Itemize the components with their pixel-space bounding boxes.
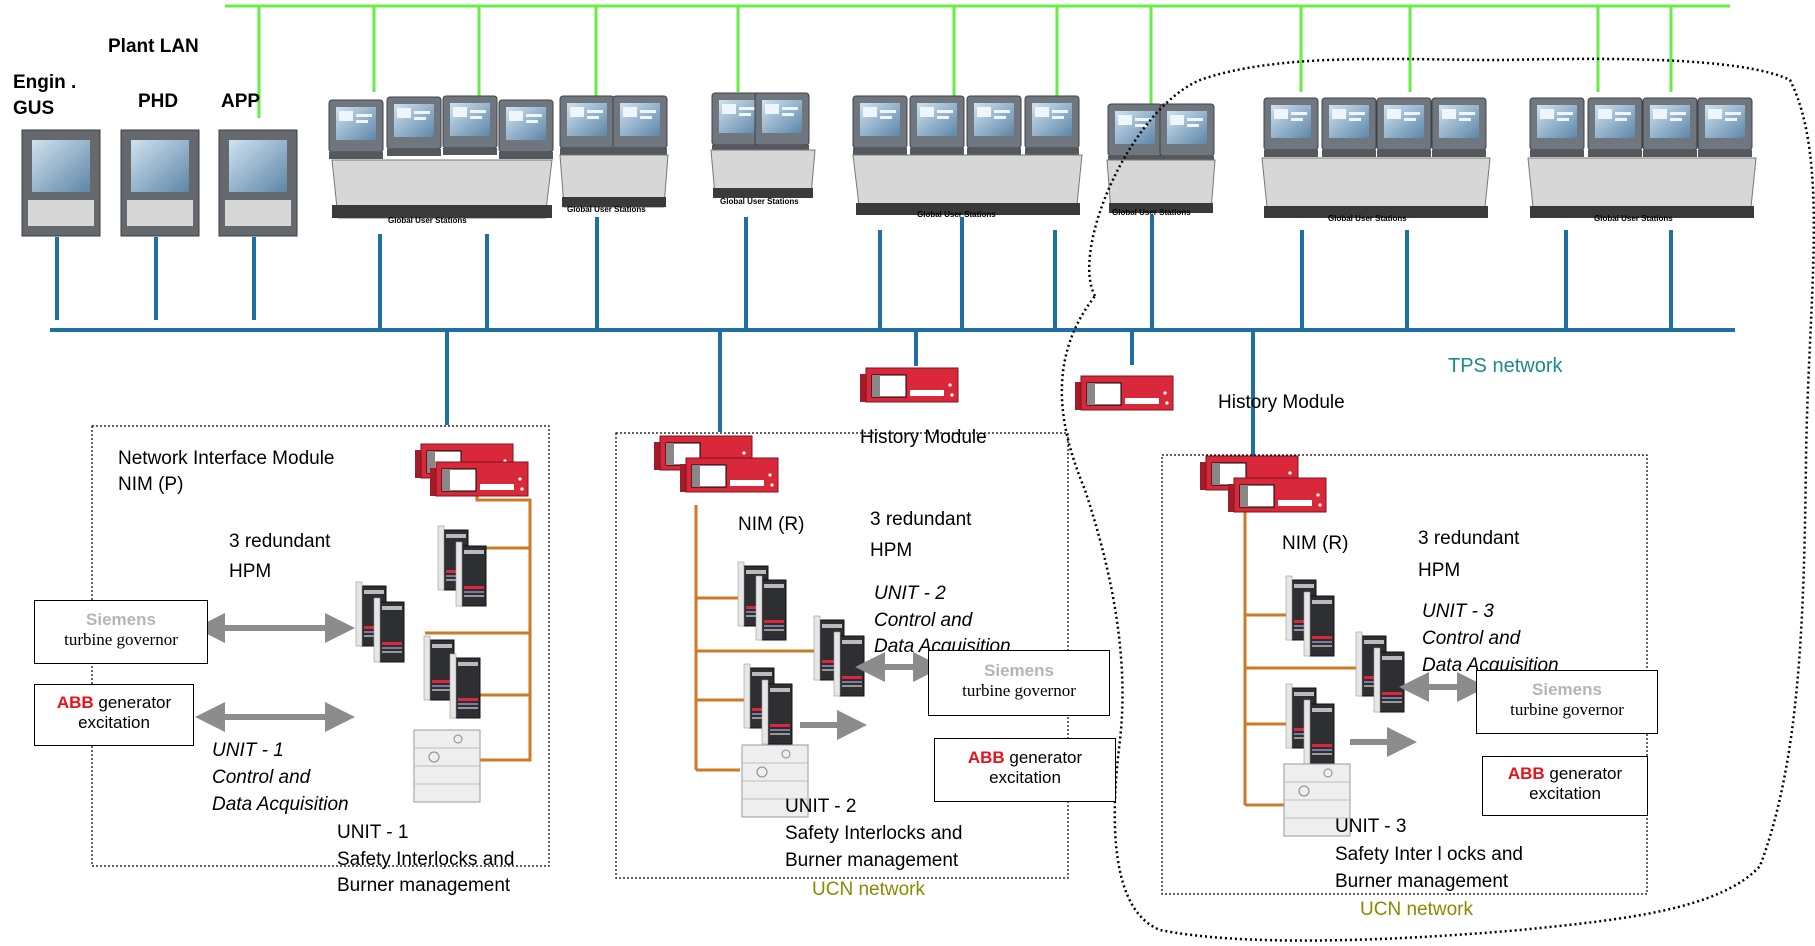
engin-gus-label: Engin . <box>13 72 77 93</box>
global-user-stations <box>328 92 1757 219</box>
unit3-ctrl-label-2: Control and <box>1422 628 1521 649</box>
siemens-text: turbine governor <box>1510 700 1624 719</box>
unit2-safety-label-2: Safety Interlocks and <box>785 823 963 844</box>
nim-r-label-2: NIM (R) <box>738 514 805 535</box>
unit1-ctrl-label: UNIT - 1 <box>212 740 284 761</box>
abb-brand: ABB <box>1507 764 1545 783</box>
abb-text-2: excitation <box>1529 784 1601 803</box>
plant-lan-label: Plant LAN <box>108 36 199 57</box>
unit2-safety-label-3: Burner management <box>785 850 959 871</box>
standalone-consoles <box>21 129 298 237</box>
ucn-network-label-3: UCN network <box>1360 899 1473 920</box>
siemens-text: turbine governor <box>64 630 178 649</box>
tps-network-label: TPS network <box>1448 355 1563 377</box>
hpm1-label-2: HPM <box>229 561 272 582</box>
unit3-safety-label: UNIT - 3 <box>1335 816 1407 837</box>
tps-bus <box>50 215 1735 460</box>
siemens-brand: Siemens <box>984 661 1054 680</box>
abb-text: generator <box>98 693 172 712</box>
siemens-brand: Siemens <box>1532 680 1602 699</box>
hpm3-label-2: HPM <box>1418 560 1461 581</box>
unit2-ctrl-label-2: Control and <box>874 610 973 631</box>
phd-label: PHD <box>138 91 179 112</box>
plant-lan <box>225 4 1730 118</box>
siemens-box-1: Siemens turbine governor <box>34 600 208 664</box>
ucn-network-label-2: UCN network <box>812 879 925 900</box>
abb-brand: ABB <box>56 693 94 712</box>
history-module-label-1: History Module <box>860 427 987 448</box>
unit1-ctrl-label-3: Data Acquisition <box>212 794 349 815</box>
tps-cloud-boundary <box>1060 57 1815 942</box>
abb-text-2: excitation <box>78 713 150 732</box>
app-label: APP <box>221 91 261 112</box>
engin-gus-label-2: GUS <box>13 98 55 119</box>
hpm2-label: 3 redundant <box>870 509 972 530</box>
nim-r-label-3: NIM (R) <box>1282 533 1349 554</box>
gus-caption-2: Global User Stations <box>567 205 646 214</box>
gus-caption-7: Global User Stations <box>1594 214 1673 223</box>
abb-text-2: excitation <box>989 768 1061 787</box>
abb-box-3: ABB generator excitation <box>1482 756 1648 816</box>
abb-text: generator <box>1549 764 1623 783</box>
unit2-safety-label: UNIT - 2 <box>785 796 857 817</box>
gus-caption-1: Global User Stations <box>388 216 467 225</box>
unit1-safety-label-2: Safety Interlocks and <box>337 849 515 870</box>
hpm3-label: 3 redundant <box>1418 528 1520 549</box>
abb-box-2: ABB generator excitation <box>934 738 1116 802</box>
gus-caption-4: Global User Stations <box>917 210 996 219</box>
link-arrows <box>195 613 1487 757</box>
history-module-label-2: History Module <box>1218 392 1345 413</box>
unit1-safety-label: UNIT - 1 <box>337 822 409 843</box>
unit3-safety-label-2: Safety Inter l ocks and <box>1335 844 1523 865</box>
gus-caption-5: Global User Stations <box>1112 208 1191 217</box>
abb-brand: ABB <box>967 748 1005 767</box>
nim-p-label: Network Interface Module <box>118 448 335 469</box>
gus-caption-6: Global User Stations <box>1328 214 1407 223</box>
hpm2-label-2: HPM <box>870 540 913 561</box>
abb-box-1: ABB generator excitation <box>34 684 194 746</box>
unit2-ctrl-label: UNIT - 2 <box>874 583 946 604</box>
unit3-safety-label-3: Burner management <box>1335 871 1509 892</box>
siemens-brand: Siemens <box>86 610 156 629</box>
siemens-box-2: Siemens turbine governor <box>928 650 1110 716</box>
unit3-ctrl-label: UNIT - 3 <box>1422 601 1494 622</box>
gus-caption-3: Global User Stations <box>720 197 799 206</box>
siemens-box-3: Siemens turbine governor <box>1476 670 1658 734</box>
abb-text: generator <box>1009 748 1083 767</box>
siemens-text: turbine governor <box>962 681 1076 700</box>
unit1-ctrl-label-2: Control and <box>212 767 311 788</box>
hpm1-label: 3 redundant <box>229 531 331 552</box>
unit1-safety-label-3: Burner management <box>337 875 511 896</box>
nim-p-label-2: NIM (P) <box>118 474 184 495</box>
